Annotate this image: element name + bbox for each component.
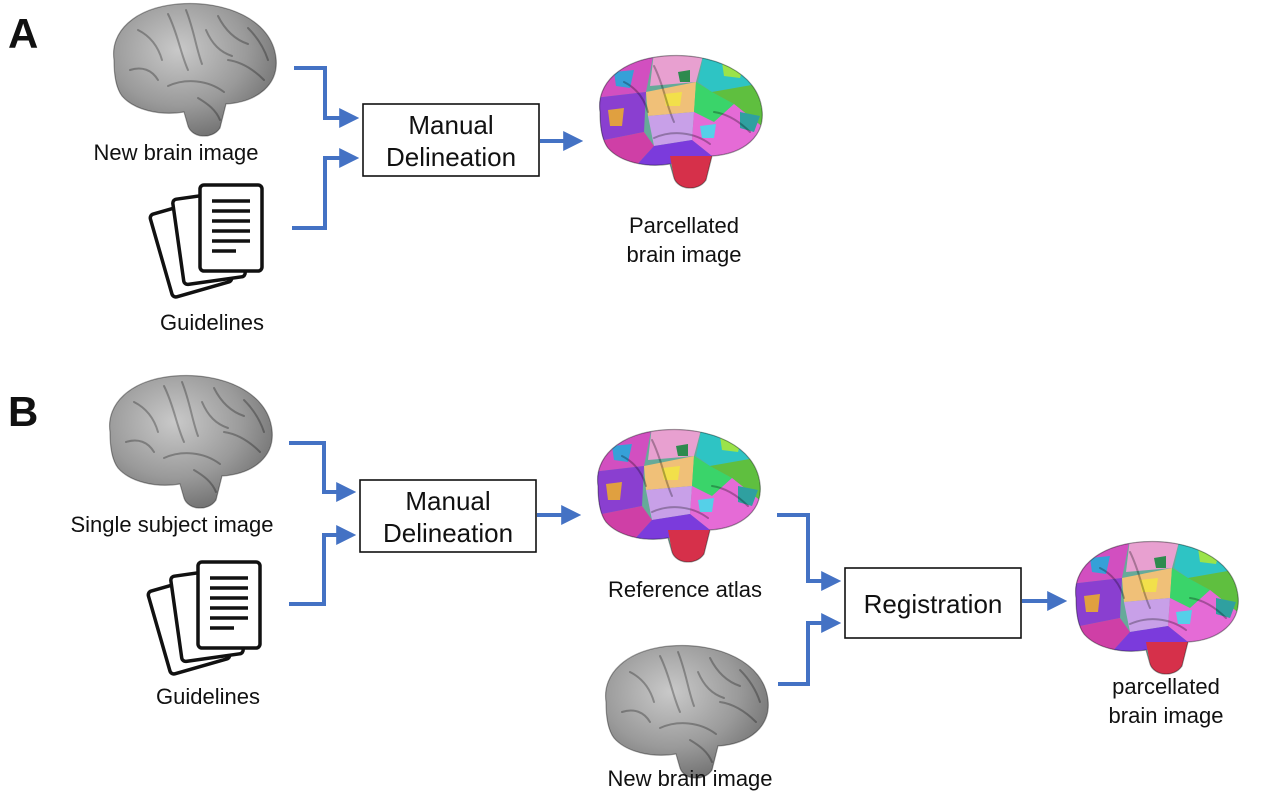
panel-a-output-line1: Parcellated: [629, 213, 739, 238]
registration-label: Registration: [864, 589, 1003, 619]
panel-b-process-line2: Delineation: [383, 518, 513, 548]
panel-a-manual-delineation-box: [362, 103, 540, 177]
panel-b-parcellated-brain-icon: [1070, 538, 1245, 678]
panel-b-brain-arrow: [289, 441, 357, 502]
panel-b-manual-delineation-box: [359, 479, 537, 553]
panel-a-label: A: [8, 10, 38, 57]
panel-a-brain-arrow: [294, 66, 360, 128]
panel-a-parcellated-brain-icon: [594, 52, 769, 192]
new-brain-gray-icon: [112, 2, 278, 138]
panel-b-new-brain-gray-icon: [604, 644, 770, 780]
atlas-to-registration-arrow: [777, 513, 842, 591]
registration-box: [844, 567, 1022, 639]
new-brain-to-registration-arrow: [778, 613, 842, 686]
panel-a-process-line2: Delineation: [386, 142, 516, 172]
panel-b-new-brain-label: New brain image: [607, 766, 772, 791]
panel-b-process-line1: Manual: [405, 486, 490, 516]
panel-a-output-line2: brain image: [627, 242, 742, 267]
reference-atlas-label: Reference atlas: [608, 577, 762, 602]
panel-b-output-line2: brain image: [1109, 703, 1224, 728]
panel-a-new-brain-label: New brain image: [93, 140, 258, 165]
panel-b-guidelines-arrow: [289, 525, 357, 606]
panel-a-guidelines-icon: [147, 183, 264, 300]
panel-b-output-line1: parcellated: [1112, 674, 1220, 699]
panel-b-label: B: [8, 388, 38, 435]
panel-b-guidelines-label: Guidelines: [156, 684, 260, 709]
reference-atlas-brain-icon: [592, 426, 767, 566]
panel-a-process-line1: Manual: [408, 110, 493, 140]
panel-b-guidelines-icon: [145, 560, 262, 677]
single-subject-gray-brain-icon: [108, 374, 274, 510]
panel-a-guidelines-arrow: [292, 148, 360, 230]
panel-a-guidelines-label: Guidelines: [160, 310, 264, 335]
panel-b-single-subject-label: Single subject image: [70, 512, 273, 537]
